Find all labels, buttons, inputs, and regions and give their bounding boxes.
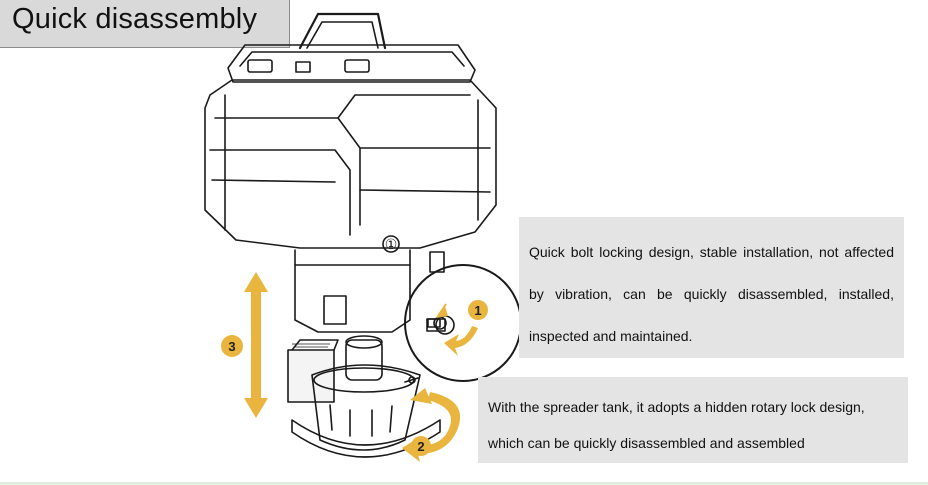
detail-magnifier: [404, 264, 522, 382]
latch-right: [344, 59, 370, 73]
step-1-label: 1: [474, 303, 481, 318]
step-2-badge: [411, 436, 431, 456]
spreader-cone: [311, 364, 421, 451]
bolt-bracket: [323, 295, 347, 325]
spreader-box: [287, 349, 335, 403]
tank-lid: [227, 44, 476, 83]
step-3-label: 3: [228, 339, 235, 354]
title-banner: Quick disassembly: [0, 0, 290, 48]
motor-cylinder: [345, 339, 383, 381]
spreader-base: [291, 419, 441, 458]
lift-arrow: [244, 272, 268, 418]
bolt-lock-callout: Quick bolt locking design, stable instal…: [519, 217, 904, 358]
rotary-lock-text: With the spreader tank, it adopts a hidd…: [488, 399, 865, 451]
tank-number-marker: [382, 235, 400, 253]
step-1-badge: [468, 300, 488, 320]
rotary-lock-callout: With the spreader tank, it adopts a hidd…: [478, 377, 908, 463]
tank-neck: [294, 249, 411, 333]
tank-handle: [298, 12, 387, 50]
step-3-badge: [221, 335, 243, 357]
bolt-lock-text: Quick bolt locking design, stable instal…: [529, 244, 894, 344]
tank-body: [204, 79, 497, 249]
step-badges: [221, 300, 488, 456]
bottom-divider: [0, 482, 928, 485]
step-2-label: 2: [417, 439, 424, 454]
tank-number-label: ①: [385, 237, 398, 253]
spreader-grille: [292, 343, 330, 351]
page-title: Quick disassembly: [12, 3, 258, 35]
bolt-turn-arrow: [444, 326, 478, 356]
latch-left: [247, 59, 273, 73]
